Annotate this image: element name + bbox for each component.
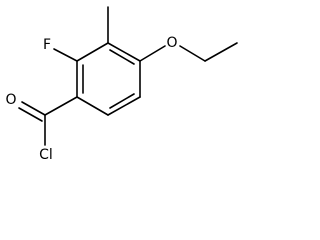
bond-ring-ether-oxygen [139, 45, 166, 62]
bond-ring-carbonyl [44, 96, 78, 116]
carbonyl-oxygen-label: O [5, 92, 16, 108]
bond-carbonyl-double-2 [18, 107, 43, 122]
fluorine-label: F [43, 37, 51, 53]
bond-ethyl-chain [204, 42, 238, 62]
bond-ether-oxygen-ethyl [179, 45, 206, 62]
ring-double-bond-c5-c6 [109, 93, 135, 109]
bond-ring-fluorine [53, 48, 78, 62]
ring-bond-c5-c6 [107, 96, 141, 116]
chemical-structure-diagram: F O O Cl [5, 6, 238, 163]
ether-oxygen-label: O [166, 35, 177, 51]
ring-bond-c3-c4 [107, 42, 141, 62]
bond-carbonyl-double-1 [21, 101, 46, 116]
ring-bond-c6-c1 [76, 96, 109, 116]
chlorine-label: Cl [39, 147, 53, 163]
benzene-ring [76, 42, 141, 116]
ring-bond-c2-c3 [76, 42, 109, 62]
ring-double-bond-c3-c4 [109, 49, 135, 65]
